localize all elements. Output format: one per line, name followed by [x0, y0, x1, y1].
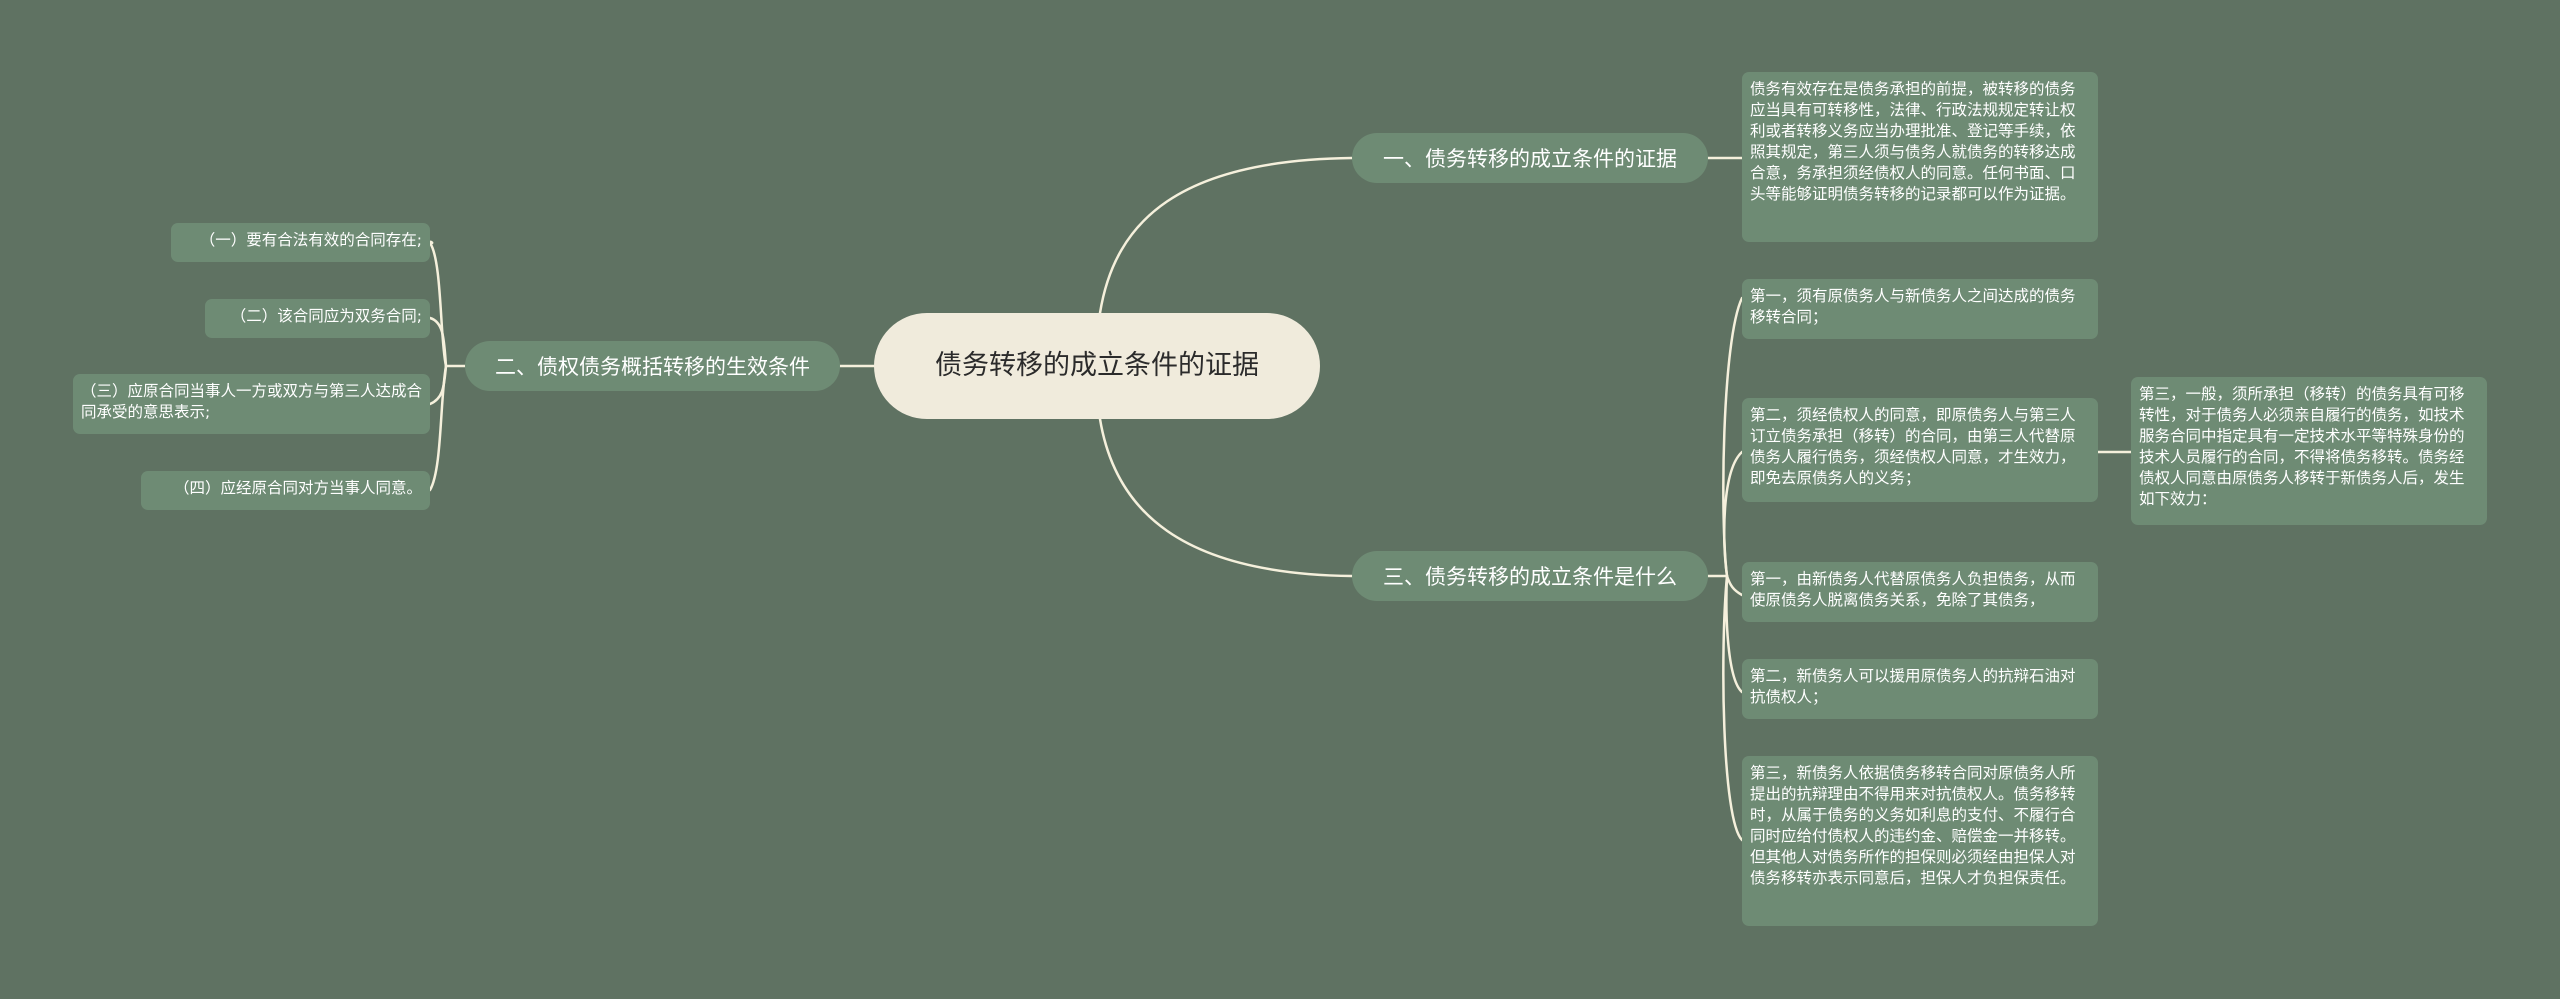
leaf-node-step-1-contract[interactable]: 第一，须有原债务人与新债务人之间达成的债务移转合同；	[1742, 279, 2098, 339]
branch-label: 三、债务转移的成立条件是什么	[1383, 565, 1677, 589]
leaf-text: （一）要有合法有效的合同存在;	[199, 231, 422, 249]
leaf-node-condition-2[interactable]: （二）该合同应为双务合同;	[205, 299, 430, 338]
leaf-text: （四）应经原合同对方当事人同意。	[173, 479, 422, 497]
leaf-text: 第二，须经债权人的同意，即原债务人与第三人订立债务承担（移转）的合同，由第三人代…	[1750, 406, 2076, 487]
leaf-text: 第一，由新债务人代替原债务人负担债务，从而使原债务人脱离债务关系，免除了其债务，	[1750, 570, 2076, 609]
leaf-node-effect-2[interactable]: 第二，新债务人可以援用原债务人的抗辩石油对抗债权人；	[1742, 659, 2098, 719]
leaf-text: 第一，须有原债务人与新债务人之间达成的债务移转合同；	[1750, 287, 2076, 326]
leaf-node-effect-3[interactable]: 第三，新债务人依据债务移转合同对原债务人所提出的抗辩理由不得用来对抗债权人。债务…	[1742, 756, 2098, 926]
branch-node-evidence[interactable]: 一、债务转移的成立条件的证据	[1352, 133, 1708, 183]
root-node[interactable]: 债务转移的成立条件的证据	[874, 313, 1320, 419]
leaf-text: 第二，新债务人可以援用原债务人的抗辩石油对抗债权人；	[1750, 667, 2076, 706]
branch-label: 二、债权债务概括转移的生效条件	[495, 355, 810, 379]
branch-node-what-conditions[interactable]: 三、债务转移的成立条件是什么	[1352, 551, 1708, 601]
leaf-node-step-3-transferability[interactable]: 第三，一般，须所承担（移转）的债务具有可移转性，对于债务人必须亲自履行的债务，如…	[2131, 377, 2487, 525]
branch-label: 一、债务转移的成立条件的证据	[1383, 147, 1677, 171]
leaf-node-condition-1[interactable]: （一）要有合法有效的合同存在;	[171, 223, 430, 262]
leaf-text: 第三，新债务人依据债务移转合同对原债务人所提出的抗辩理由不得用来对抗债权人。债务…	[1750, 764, 2076, 887]
leaf-node-evidence-detail[interactable]: 债务有效存在是债务承担的前提，被转移的债务应当具有可转移性，法律、行政法规规定转…	[1742, 72, 2098, 242]
leaf-node-step-2-consent[interactable]: 第二，须经债权人的同意，即原债务人与第三人订立债务承担（移转）的合同，由第三人代…	[1742, 398, 2098, 502]
leaf-text: （三）应原合同当事人一方或双方与第三人达成合同承受的意思表示;	[81, 382, 423, 421]
leaf-text: 债务有效存在是债务承担的前提，被转移的债务应当具有可转移性，法律、行政法规规定转…	[1750, 80, 2076, 203]
leaf-node-condition-4[interactable]: （四）应经原合同对方当事人同意。	[141, 471, 430, 510]
branch-node-effective-conditions[interactable]: 二、债权债务概括转移的生效条件	[465, 341, 840, 391]
leaf-text: 第三，一般，须所承担（移转）的债务具有可移转性，对于债务人必须亲自履行的债务，如…	[2139, 385, 2465, 508]
leaf-node-condition-3[interactable]: （三）应原合同当事人一方或双方与第三人达成合同承受的意思表示;	[73, 374, 430, 434]
leaf-text: （二）该合同应为双务合同;	[230, 307, 422, 325]
leaf-node-effect-1[interactable]: 第一，由新债务人代替原债务人负担债务，从而使原债务人脱离债务关系，免除了其债务，	[1742, 562, 2098, 622]
root-label: 债务转移的成立条件的证据	[935, 350, 1259, 381]
